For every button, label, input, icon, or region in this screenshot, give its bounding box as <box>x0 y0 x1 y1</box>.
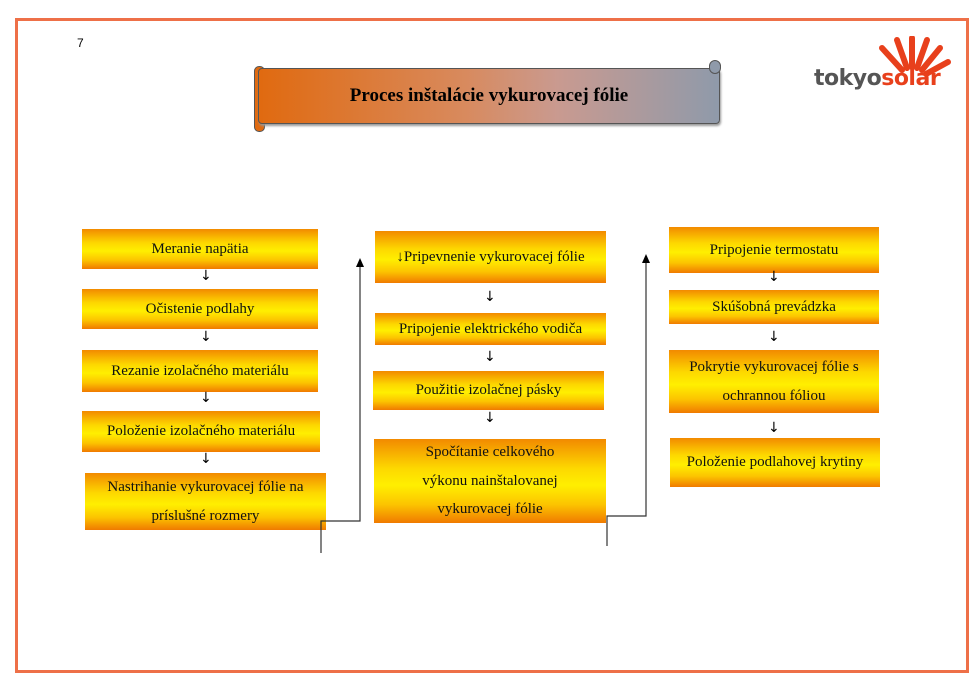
step-box: Nastrihanie vykurovacej fólie na prísluš… <box>85 473 326 530</box>
arrow-down-icon: ↓ <box>768 420 780 436</box>
step-box: Položenie podlahovej krytiny <box>670 438 880 487</box>
sun-rays-icon <box>879 35 951 77</box>
page-frame <box>15 18 969 673</box>
step-box: Rezanie izolačného materiálu <box>82 350 318 392</box>
arrow-down-icon: ↓ <box>200 451 212 467</box>
banner-scroll-right <box>709 60 721 74</box>
page-number: 7 <box>77 36 84 50</box>
logo-text-solar: solar <box>881 66 941 91</box>
arrow-down-icon: ↓ <box>200 390 212 406</box>
arrow-down-icon: ↓ <box>484 349 496 365</box>
arrow-down-icon: ↓ <box>768 329 780 345</box>
arrow-down-icon: ↓ <box>484 410 496 426</box>
step-box: Pripojenie termostatu <box>669 227 879 273</box>
page-title: Proces inštalácie vykurovacej fólie <box>258 68 720 124</box>
step-box: Pokrytie vykurovacej fólie s ochrannou f… <box>669 350 879 413</box>
step-box: Očistenie podlahy <box>82 289 318 329</box>
step-box: Pripojenie elektrického vodiča <box>375 313 606 345</box>
connector-2 <box>606 262 647 546</box>
arrow-down-icon: ↓ <box>200 329 212 345</box>
step-box: Spočítanie celkového výkonu nainštalovan… <box>374 439 606 523</box>
arrow-down-icon: ↓ <box>768 269 780 285</box>
connector-1 <box>320 266 361 553</box>
step-box: Meranie napätia <box>82 229 318 269</box>
arrow-down-icon: ↓ <box>200 268 212 284</box>
arrow-down-icon: ↓ <box>484 289 496 305</box>
arrow-up-icon <box>642 254 650 263</box>
step-box: Použitie izolačnej pásky <box>373 371 604 410</box>
step-box: Položenie izolačného materiálu <box>82 411 320 452</box>
tokyosolar-logo: tokyosolar <box>812 35 952 106</box>
arrow-up-icon <box>356 258 364 267</box>
step-box: Skúšobná prevádzka <box>669 290 879 324</box>
logo-text-tokyo: tokyo <box>814 66 882 91</box>
step-box: ↓Pripevnenie vykurovacej fólie <box>375 231 606 283</box>
